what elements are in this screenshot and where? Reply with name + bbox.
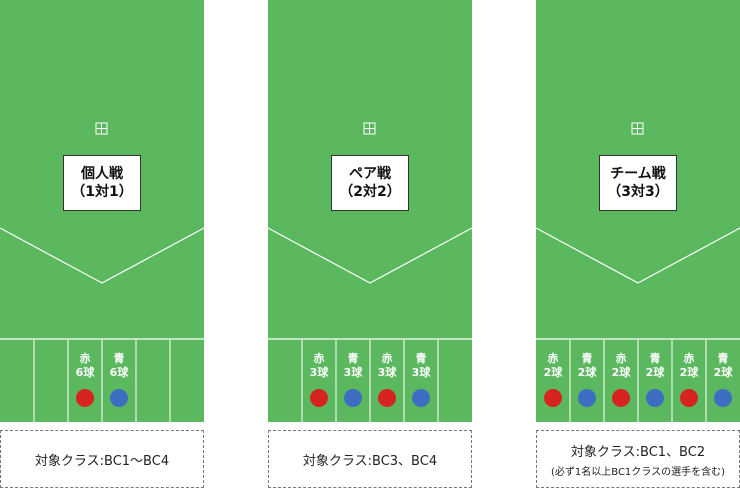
grid-square-icon (363, 122, 376, 135)
court-graphic (268, 0, 472, 422)
ball-count-label: 3球 (343, 366, 363, 379)
ball-color-label: 青 (649, 352, 661, 365)
eligible-class-box: 対象クラス:BC1〜BC4 (0, 430, 204, 488)
eligible-class-box: 対象クラス:BC3、BC4 (268, 430, 472, 488)
blue-ball (646, 389, 664, 407)
game-mode-label: 個人戦 （1対1） (63, 155, 141, 211)
red-ball (680, 389, 698, 407)
v-line (536, 227, 740, 284)
red-ball (612, 389, 630, 407)
blue-ball (412, 389, 430, 407)
grid-square-icon (631, 122, 644, 135)
red-ball (76, 389, 94, 407)
v-line (0, 227, 204, 284)
eligible-class-text: 対象クラス:BC3、BC4 (302, 453, 438, 469)
court-graphic (536, 0, 740, 422)
ball-color-label: 赤 (381, 352, 393, 365)
ball-count-label: 2球 (543, 366, 563, 379)
ball-count-label: 6球 (109, 366, 129, 379)
blue-ball (344, 389, 362, 407)
eligible-class-text: 対象クラス:BC1、BC2 (570, 444, 706, 460)
ball-color-label: 青 (113, 352, 125, 365)
eligible-class-box: 対象クラス:BC1、BC2 (必ず1名以上BC1クラスの選手を含む) (536, 430, 740, 488)
ball-color-label: 青 (347, 352, 359, 365)
game-mode-matchup: （2対2） (339, 184, 401, 200)
game-mode-name: チーム戦 (610, 166, 666, 182)
ball-count-label: 3球 (309, 366, 329, 379)
blue-ball (110, 389, 128, 407)
red-ball (378, 389, 396, 407)
court-graphic (0, 0, 204, 422)
ball-count-label: 3球 (377, 366, 397, 379)
ball-color-label: 赤 (79, 352, 91, 365)
game-mode-matchup: （3対3） (607, 184, 669, 200)
eligible-class-note: (必ず1名以上BC1クラスの選手を含む) (551, 466, 725, 478)
ball-count-label: 3球 (411, 366, 431, 379)
eligible-class-text: 対象クラス:BC1〜BC4 (34, 453, 170, 469)
v-line (268, 227, 472, 284)
red-ball (310, 389, 328, 407)
game-mode-label: チーム戦 （3対3） (599, 155, 677, 211)
ball-color-label: 赤 (615, 352, 627, 365)
game-mode-name: ペア戦 (349, 166, 391, 182)
ball-color-label: 赤 (313, 352, 325, 365)
blue-ball (714, 389, 732, 407)
ball-count-label: 2球 (645, 366, 665, 379)
ball-count-label: 2球 (679, 366, 699, 379)
ball-color-label: 赤 (547, 352, 559, 365)
ball-color-label: 赤 (683, 352, 695, 365)
game-mode-label: ペア戦 （2対2） (331, 155, 409, 211)
ball-color-label: 青 (717, 352, 729, 365)
ball-count-label: 2球 (611, 366, 631, 379)
ball-color-label: 青 (415, 352, 427, 365)
game-mode-matchup: （1対1） (71, 184, 133, 200)
red-ball (544, 389, 562, 407)
game-mode-name: 個人戦 (81, 166, 123, 182)
blue-ball (578, 389, 596, 407)
ball-count-label: 2球 (713, 366, 733, 379)
grid-square-icon (95, 122, 108, 135)
ball-count-label: 2球 (577, 366, 597, 379)
ball-count-label: 6球 (75, 366, 95, 379)
ball-color-label: 青 (581, 352, 593, 365)
